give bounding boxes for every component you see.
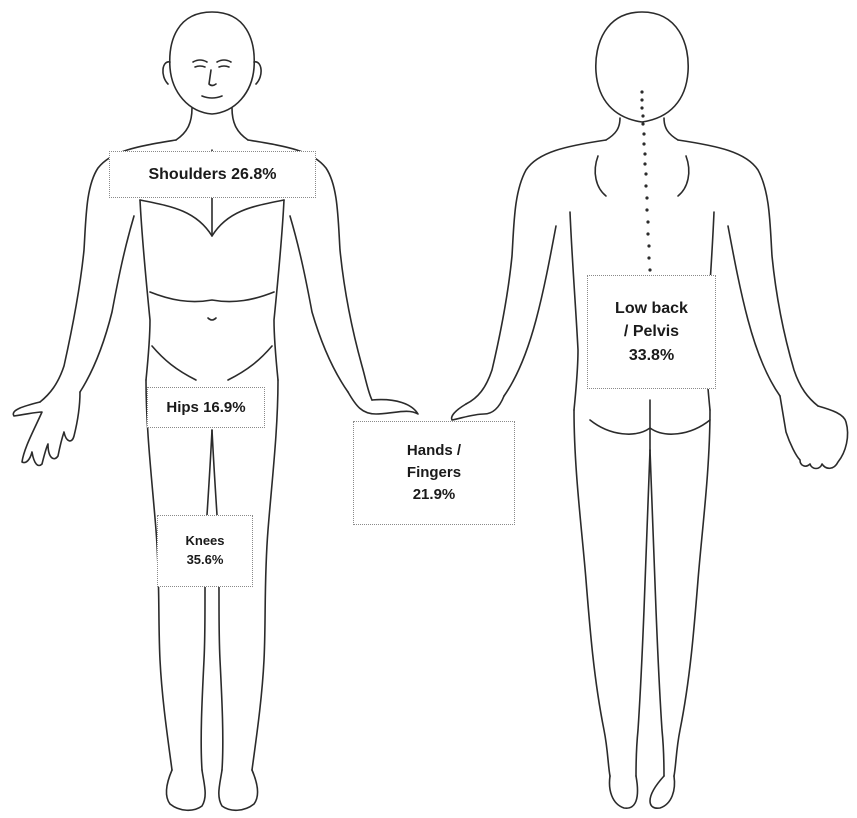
lowback-text-line2: / Pelvis [624, 320, 679, 343]
shoulders-label: Shoulders 26.8% [109, 151, 316, 198]
lowback-text-value: 33.8% [629, 344, 674, 367]
hips-text: Hips 16.9% [166, 397, 245, 419]
hands-text-line2: Fingers [407, 462, 461, 484]
spine-dots [640, 90, 651, 271]
shoulders-text: Shoulders 26.8% [148, 163, 276, 186]
knees-text-value: 35.6% [187, 551, 224, 570]
knees-label: Knees 35.6% [157, 515, 253, 587]
hips-label: Hips 16.9% [147, 387, 265, 428]
hands-text-value: 21.9% [413, 484, 456, 506]
low-back-pelvis-label: Low back / Pelvis 33.8% [587, 275, 716, 389]
back-body-figure [452, 12, 848, 808]
hands-text-line1: Hands / [407, 440, 461, 462]
hands-fingers-label: Hands / Fingers 21.9% [353, 421, 515, 525]
lowback-text-line1: Low back [615, 297, 688, 320]
knees-text-name: Knees [185, 532, 224, 551]
